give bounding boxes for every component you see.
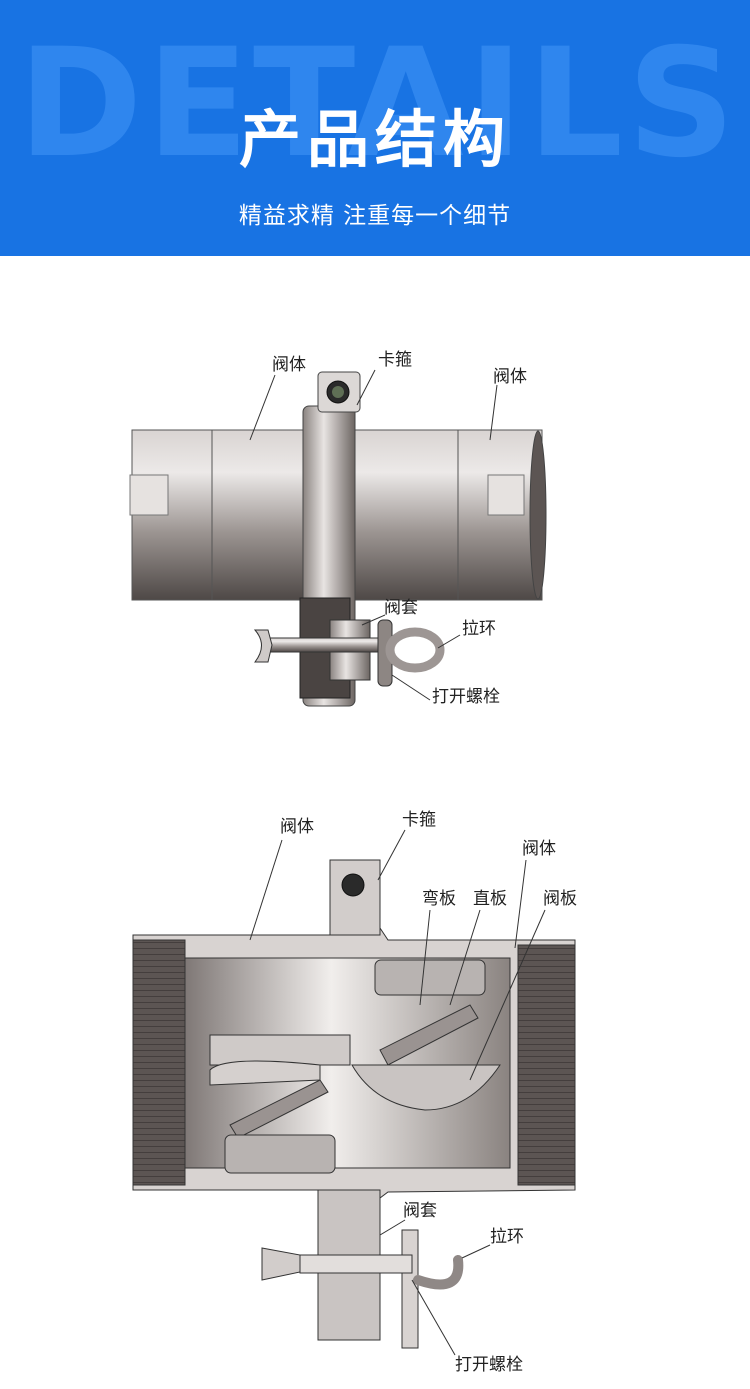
label-clamp: 卡箍	[402, 810, 436, 830]
label-clamp: 卡箍	[378, 350, 412, 370]
leader-opening-bolt	[391, 674, 431, 701]
external-view-diagram: 阀体 卡箍 阀体 阀套 拉环 打开螺栓	[0, 330, 750, 720]
label-valve-body-right: 阀体	[522, 839, 556, 859]
label-opening-bolt: 打开螺栓	[455, 1355, 523, 1375]
leader-valve-body-right	[489, 384, 498, 441]
leader-clamp	[377, 829, 406, 881]
leader-valve-body-left	[249, 374, 276, 441]
external-view-drawing: 阀体 卡箍 阀体 阀套 拉环 打开螺栓	[129, 350, 547, 707]
label-straight-plate: 直板	[473, 889, 507, 909]
label-valve-body-left: 阀体	[272, 355, 306, 375]
section-view-diagram: 阀体 卡箍 弯板 直板 阀体 阀板 阀套 拉环 打开螺栓	[0, 780, 750, 1380]
lower-plate-assembly	[209, 1034, 351, 1174]
leader-valve-sleeve	[361, 614, 386, 626]
leader-valve-plate	[469, 909, 546, 1081]
leader-clamp	[356, 369, 376, 406]
opening-bolt-part	[253, 619, 393, 687]
leader-valve-sleeve	[379, 1219, 406, 1236]
section-view-drawing: 阀体 卡箍 弯板 直板 阀体 阀板 阀套 拉环 打开螺栓	[132, 810, 577, 1375]
clamp-part	[329, 859, 381, 936]
label-valve-plate: 阀板	[543, 889, 577, 909]
label-pull-ring: 拉环	[462, 619, 496, 639]
header-watermark: DETAILS	[18, 17, 740, 191]
leader-opening-bolt	[411, 1279, 456, 1356]
label-pull-ring: 拉环	[490, 1227, 524, 1247]
label-opening-bolt: 打开螺栓	[432, 687, 500, 707]
pull-ring-part	[413, 1255, 464, 1290]
pull-ring-part	[385, 627, 445, 673]
header-banner: DETAILS 产品结构 精益求精 注重每一个细节	[0, 0, 750, 256]
leader-valve-body-left	[249, 839, 283, 941]
label-valve-sleeve: 阀套	[384, 598, 418, 618]
label-curved-plate: 弯板	[422, 889, 456, 909]
label-valve-body-left: 阀体	[280, 817, 314, 837]
leader-pull-ring	[437, 634, 461, 649]
leader-pull-ring	[461, 1244, 491, 1259]
leader-curved-plate	[419, 909, 431, 1006]
label-valve-body-right: 阀体	[493, 367, 527, 387]
page-title: 产品结构	[238, 103, 511, 176]
upper-plate-assembly	[351, 959, 501, 1111]
label-valve-sleeve: 阀套	[403, 1201, 437, 1221]
leader-valve-body-right	[514, 859, 527, 949]
valve-body-wall	[132, 927, 576, 1199]
page-subtitle: 精益求精 注重每一个细节	[238, 203, 512, 229]
opening-bolt-part	[261, 1247, 413, 1281]
leader-straight-plate	[449, 909, 481, 1006]
